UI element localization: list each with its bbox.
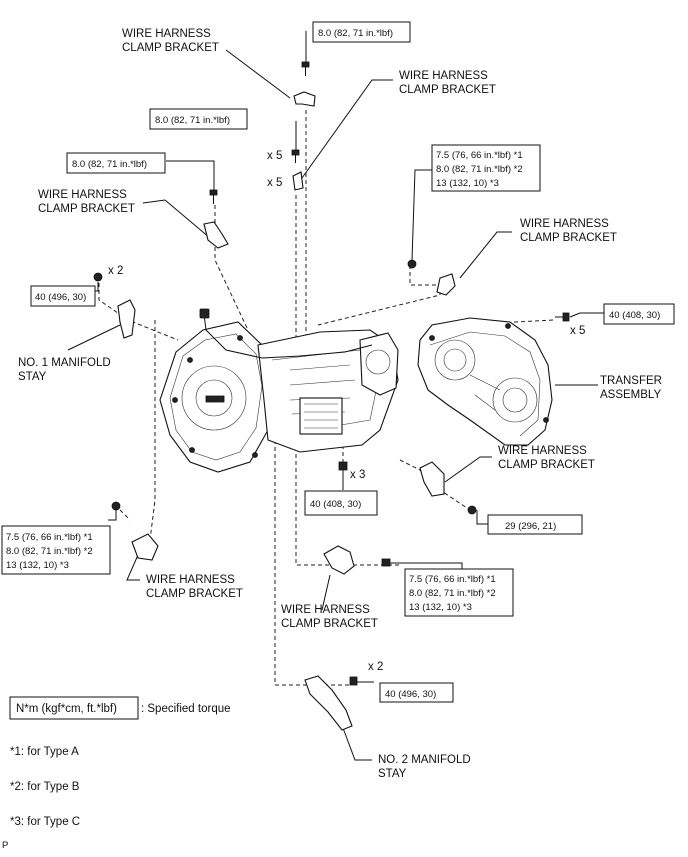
label-whcb-left: WIRE HARNESS CLAMP BRACKET — [38, 189, 135, 215]
torque-box-upper-mid: 8.0 (82, 71 in.*lbf) — [149, 108, 248, 130]
svg-text:STAY: STAY — [378, 768, 407, 780]
svg-text:CLAMP BRACKET: CLAMP BRACKET — [146, 588, 243, 600]
label-whcb-top-mid: WIRE HARNESS CLAMP BRACKET — [399, 70, 496, 96]
clamp-bracket-left-lower — [131, 533, 159, 561]
qty-stay2: x 2 — [368, 661, 383, 673]
svg-text:NO. 2 MANIFOLD: NO. 2 MANIFOLD — [378, 754, 471, 766]
svg-text:CLAMP BRACKET: CLAMP BRACKET — [498, 459, 595, 471]
bolt-stay2 — [349, 676, 358, 686]
bolt-right-lower — [467, 505, 477, 515]
svg-text:WIRE HARNESS: WIRE HARNESS — [520, 218, 609, 230]
svg-text:7.5 (76, 66 in.*lbf) *1: 7.5 (76, 66 in.*lbf) *1 — [409, 574, 496, 585]
svg-text:8.0 (82, 71 in.*lbf) *2: 8.0 (82, 71 in.*lbf) *2 — [436, 164, 523, 175]
qty-center: x 3 — [350, 469, 365, 481]
qty-top-1: x 5 — [267, 150, 282, 162]
note-type-b: *2: for Type B — [10, 781, 80, 793]
torque-box-left-multi: 7.5 (76, 66 in.*lbf) *1 8.0 (82, 71 in.*… — [1, 525, 111, 575]
svg-text:WIRE HARNESS: WIRE HARNESS — [281, 604, 370, 616]
svg-text:13 (132, 10) *3: 13 (132, 10) *3 — [6, 560, 69, 571]
bolt-upper-mid — [291, 149, 300, 163]
svg-text:ASSEMBLY: ASSEMBLY — [600, 389, 661, 401]
svg-text:8.0 (82, 71 in.*lbf) *2: 8.0 (82, 71 in.*lbf) *2 — [6, 546, 93, 557]
svg-text:TRANSFER: TRANSFER — [600, 375, 662, 387]
svg-text:NO. 1 MANIFOLD: NO. 1 MANIFOLD — [18, 357, 111, 369]
torque-box-stay1: 40 (496, 30) — [30, 285, 96, 307]
torque-box-transfer: 40 (408, 30) — [603, 303, 675, 325]
bolt-center — [338, 461, 348, 471]
label-whcb-bottom-mid: WIRE HARNESS CLAMP BRACKET — [281, 604, 378, 630]
svg-text:13 (132, 10) *3: 13 (132, 10) *3 — [409, 602, 472, 613]
label-manifold-stay-2: NO. 2 MANIFOLD STAY — [378, 754, 471, 780]
svg-text:WIRE HARNESS: WIRE HARNESS — [38, 189, 127, 201]
svg-text:WIRE HARNESS: WIRE HARNESS — [122, 28, 211, 40]
svg-text:STAY: STAY — [18, 371, 47, 383]
svg-text:40 (496, 30): 40 (496, 30) — [35, 292, 86, 303]
svg-text:7.5 (76, 66 in.*lbf) *1: 7.5 (76, 66 in.*lbf) *1 — [6, 532, 93, 543]
torque-box-right-lower: 29 (296, 21) — [487, 514, 583, 535]
bolt-mid-lower — [381, 558, 391, 567]
legend-unit: N*m (kgf*cm, ft.*lbf) — [16, 703, 117, 715]
label-manifold-stay-1: NO. 1 MANIFOLD STAY — [18, 357, 111, 383]
transmission-assembly — [159, 308, 399, 473]
corner-mark: P — [2, 840, 8, 851]
clamp-bracket-mid-lower — [323, 545, 355, 575]
qty-stay1: x 2 — [108, 265, 123, 277]
svg-text:40 (496, 30): 40 (496, 30) — [385, 689, 436, 700]
label-whcb-right-lower: WIRE HARNESS CLAMP BRACKET — [498, 445, 595, 471]
svg-text:CLAMP BRACKET: CLAMP BRACKET — [520, 232, 617, 244]
svg-text:8.0 (82, 71 in.*lbf): 8.0 (82, 71 in.*lbf) — [155, 115, 230, 126]
bolt-right-upper — [407, 259, 417, 269]
torque-box-right-multi: 7.5 (76, 66 in.*lbf) *1 8.0 (82, 71 in.*… — [431, 144, 541, 192]
svg-text:8.0 (82, 71 in.*lbf) *2: 8.0 (82, 71 in.*lbf) *2 — [409, 588, 496, 599]
bolt-left-lower — [111, 501, 121, 511]
qty-transfer: x 5 — [570, 325, 585, 337]
torque-box-top: 8.0 (82, 71 in.*lbf) — [312, 21, 411, 43]
svg-text:40 (408, 30): 40 (408, 30) — [310, 499, 361, 510]
legend: N*m (kgf*cm, ft.*lbf) : Specified torque… — [9, 696, 231, 828]
note-type-c: *3: for Type C — [10, 816, 80, 828]
clamp-bracket-upper-mid — [292, 171, 304, 191]
label-whcb-bottom-left: WIRE HARNESS CLAMP BRACKET — [146, 574, 243, 600]
torque-box-left-upper: 8.0 (82, 71 in.*lbf) — [66, 152, 166, 174]
torque-box-mid-multi: 7.5 (76, 66 in.*lbf) *1 8.0 (82, 71 in.*… — [404, 568, 514, 617]
leader-lines — [67, 31, 604, 761]
svg-text:WIRE HARNESS: WIRE HARNESS — [399, 70, 488, 82]
bolt-transfer — [555, 312, 570, 322]
svg-text:7.5 (76, 66 in.*lbf) *1: 7.5 (76, 66 in.*lbf) *1 — [436, 150, 523, 161]
svg-text:40 (408, 30): 40 (408, 30) — [609, 310, 660, 321]
label-whcb-top-left: WIRE HARNESS CLAMP BRACKET — [122, 28, 219, 54]
svg-text:CLAMP BRACKET: CLAMP BRACKET — [122, 42, 219, 54]
svg-text:8.0 (82, 71 in.*lbf): 8.0 (82, 71 in.*lbf) — [72, 159, 147, 170]
svg-text:CLAMP BRACKET: CLAMP BRACKET — [399, 84, 496, 96]
bolt-top — [301, 61, 310, 76]
manifold-stay-2 — [304, 675, 353, 731]
clamp-bracket-top — [293, 91, 316, 107]
clamp-bracket-right-upper — [436, 273, 456, 296]
bolt-stay1 — [93, 272, 103, 282]
label-whcb-right-upper: WIRE HARNESS CLAMP BRACKET — [520, 218, 617, 244]
label-transfer-assembly: TRANSFER ASSEMBLY — [600, 375, 662, 401]
svg-text:CLAMP BRACKET: CLAMP BRACKET — [38, 203, 135, 215]
svg-text:29 (296, 21): 29 (296, 21) — [505, 521, 556, 532]
svg-text:WIRE HARNESS: WIRE HARNESS — [146, 574, 235, 586]
manifold-stay-1 — [117, 299, 136, 339]
svg-text:WIRE HARNESS: WIRE HARNESS — [498, 445, 587, 457]
transfer-assembly-drawing — [417, 317, 553, 446]
qty-top-2: x 5 — [267, 177, 282, 189]
clamp-bracket-right-lower — [419, 461, 445, 497]
legend-unit-box — [9, 696, 139, 720]
legend-desc: : Specified torque — [141, 703, 231, 715]
note-type-a: *1: for Type A — [10, 746, 79, 758]
torque-box-stay2: 40 (496, 30) — [379, 682, 454, 703]
bolt-left-upper — [209, 189, 218, 204]
clamp-bracket-left — [203, 221, 229, 249]
svg-text:CLAMP BRACKET: CLAMP BRACKET — [281, 618, 378, 630]
svg-text:8.0 (82, 71 in.*lbf): 8.0 (82, 71 in.*lbf) — [318, 28, 393, 39]
torque-box-center: 40 (408, 30) — [304, 490, 378, 516]
svg-text:13 (132, 10) *3: 13 (132, 10) *3 — [436, 178, 499, 189]
